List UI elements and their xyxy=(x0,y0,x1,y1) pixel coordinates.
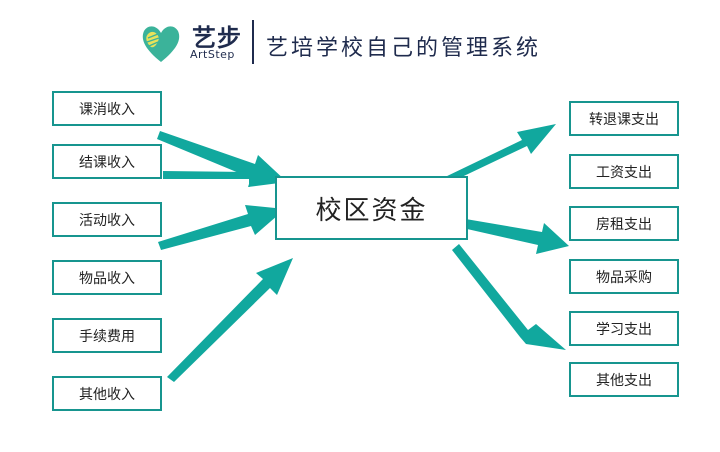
expense-node-rent: 房租支出 xyxy=(569,206,679,241)
income-node-course-consumption: 课消收入 xyxy=(52,91,162,126)
income-node-course-completion: 结课收入 xyxy=(52,144,162,179)
center-node-campus-funds: 校区资金 xyxy=(275,176,468,240)
expense-node-other: 其他支出 xyxy=(569,362,679,397)
income-node-other: 其他收入 xyxy=(52,376,162,411)
arrow-out-2 xyxy=(445,216,569,254)
expense-node-purchase: 物品采购 xyxy=(569,259,679,294)
logo-subtitle: ArtStep xyxy=(190,48,235,61)
header: 艺步 ArtStep 艺培学校自己的管理系统 xyxy=(130,14,590,70)
header-divider xyxy=(252,20,254,64)
expense-node-study: 学习支出 xyxy=(569,311,679,346)
arrow-in-3 xyxy=(158,205,285,250)
artstep-logo-icon xyxy=(142,26,180,62)
income-node-fees: 手续费用 xyxy=(52,318,162,353)
arrow-in-4 xyxy=(167,258,293,382)
income-node-goods: 物品收入 xyxy=(52,260,162,295)
arrow-out-3 xyxy=(452,244,566,350)
arrow-in-2 xyxy=(163,163,279,187)
header-tagline: 艺培学校自己的管理系统 xyxy=(266,36,542,61)
income-node-activity: 活动收入 xyxy=(52,202,162,237)
arrow-out-1 xyxy=(443,124,556,184)
logo-name: 艺步 xyxy=(192,24,242,52)
expense-node-refund: 转退课支出 xyxy=(569,101,679,136)
expense-node-salary: 工资支出 xyxy=(569,154,679,189)
